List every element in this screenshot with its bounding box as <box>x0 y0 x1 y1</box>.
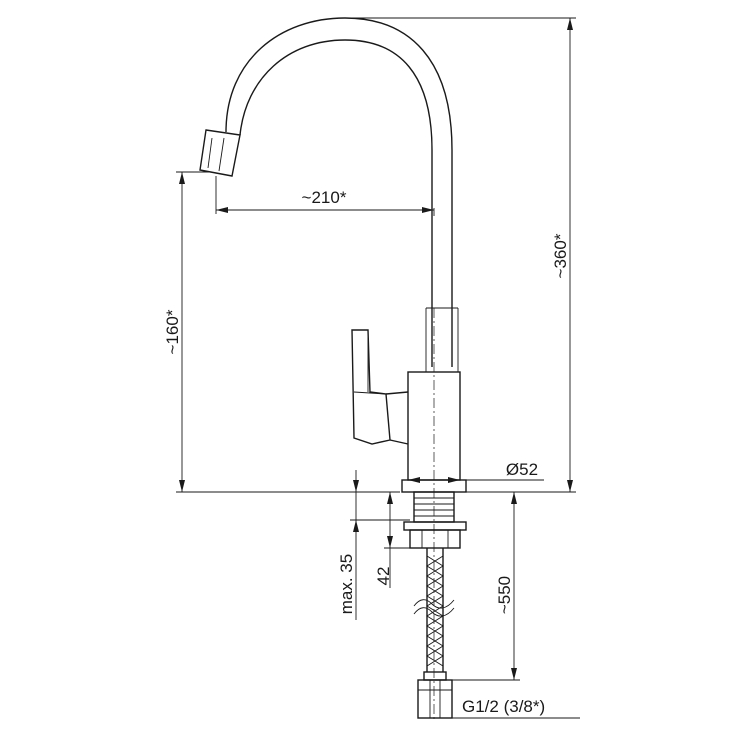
supply-hose <box>413 548 455 719</box>
reach-dimension: ~210* <box>215 176 435 216</box>
thread-length-label: 42 <box>374 567 393 586</box>
connection-dimension: G1/2 (3/8*) <box>452 697 580 719</box>
lever-handle <box>351 329 409 445</box>
spout-height-dimension: ~160* <box>163 171 400 493</box>
connection-label: G1/2 (3/8*) <box>462 697 545 716</box>
spout-height-label: ~160* <box>163 309 182 354</box>
max-thickness-label: max. 35 <box>337 554 356 614</box>
total-height-label: ~360* <box>551 233 570 278</box>
hose-length-dimension: ~550 <box>452 491 520 681</box>
base-diameter-dimension: Ø52 <box>408 460 544 483</box>
total-height-dimension: ~360* <box>345 17 576 493</box>
max-thickness-dimension: max. 35 <box>337 470 410 620</box>
thread-length-dimension: 42 <box>374 492 410 588</box>
base-diameter-label: Ø52 <box>506 460 538 479</box>
reach-label: ~210* <box>302 188 347 207</box>
mounting-assembly <box>403 491 467 549</box>
hose-length-label: ~550 <box>495 576 514 614</box>
